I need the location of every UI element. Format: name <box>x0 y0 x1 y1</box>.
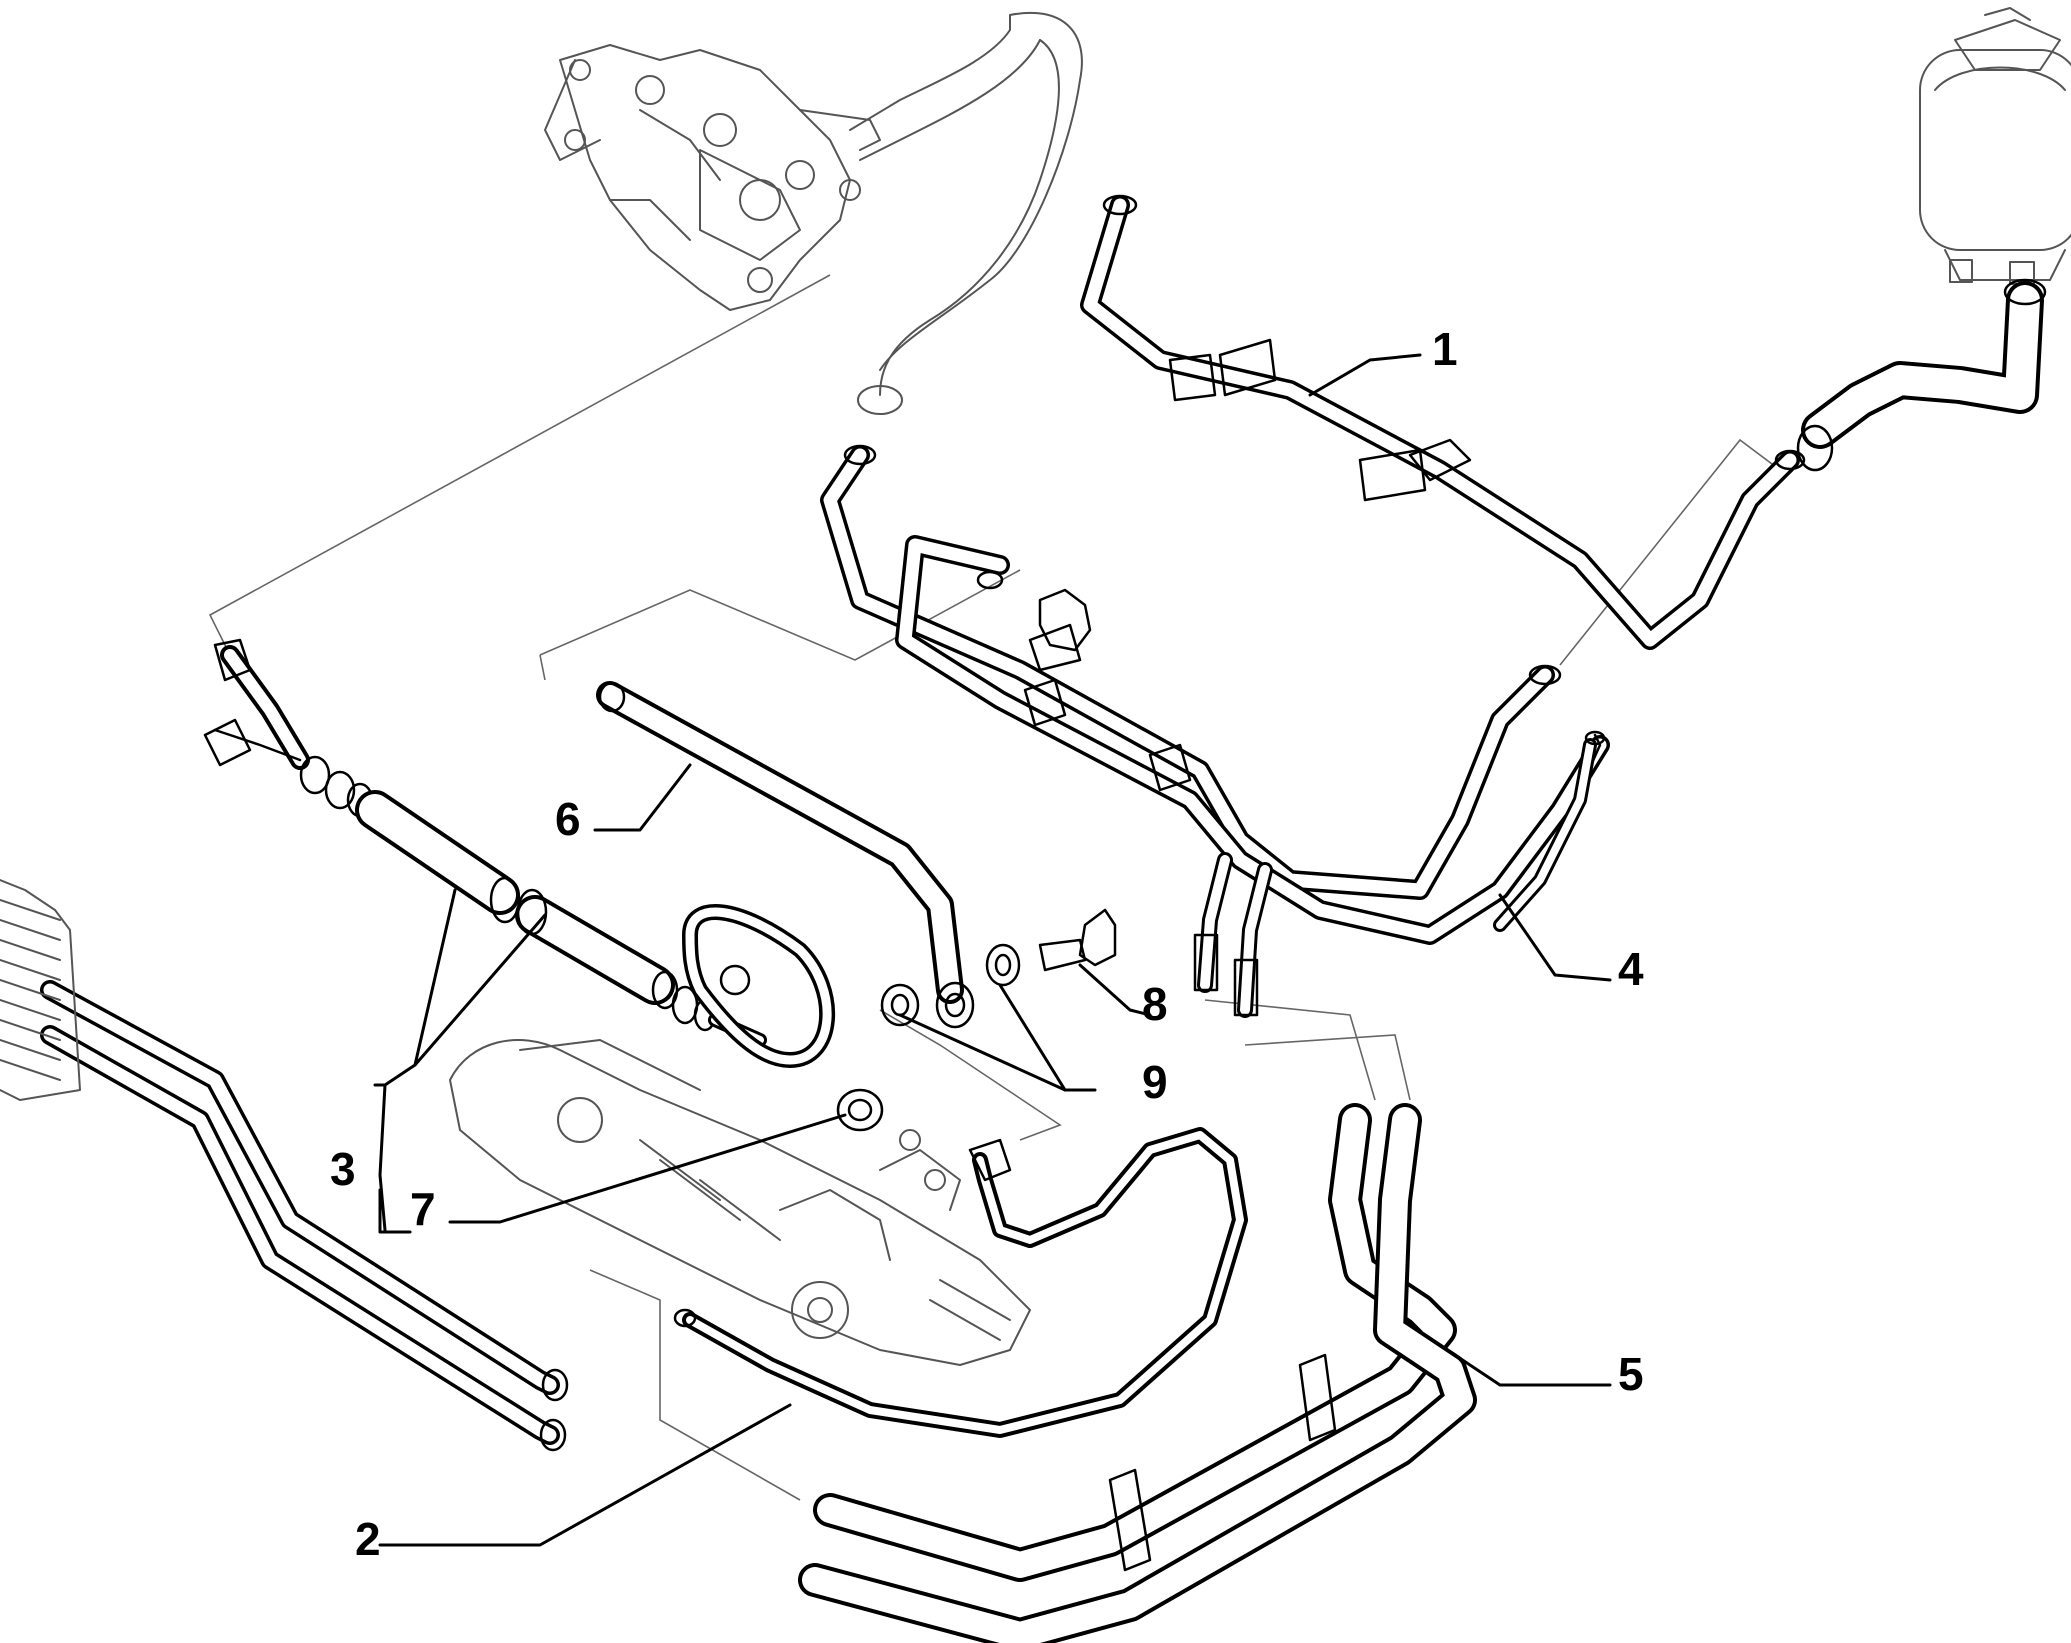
callout-7: 7 <box>410 1183 436 1235</box>
callout-9: 9 <box>1142 1056 1168 1108</box>
part-6-hose <box>596 681 975 1029</box>
callout-5: 5 <box>1618 1348 1644 1400</box>
part-3-pressure-hose <box>203 638 836 1068</box>
part-5-cooler-pipes <box>40 980 1477 1643</box>
part-1-return-pipe <box>1080 194 1806 650</box>
steering-rack-illustration <box>449 1039 1031 1366</box>
part-2-hose <box>673 1127 1248 1438</box>
leader-lines <box>373 353 1612 1547</box>
part-7-seal-ring <box>836 1088 884 1132</box>
callout-numbers: 1 2 3 4 5 6 7 8 9 <box>330 323 1644 1565</box>
part-8-banjo-bolt <box>1038 908 1117 972</box>
callout-4: 4 <box>1618 943 1644 995</box>
oil-cooler-illustration <box>0 879 81 1101</box>
fluid-reservoir-illustration <box>1919 7 2071 285</box>
callout-3: 3 <box>330 1143 356 1195</box>
pump-suction-hose <box>849 11 1083 415</box>
callout-2: 2 <box>355 1513 381 1565</box>
part-4-cooling-pipe-assembly <box>820 444 1610 1018</box>
reference-lines <box>208 274 1781 1501</box>
callout-1: 1 <box>1432 323 1458 375</box>
callout-8: 8 <box>1142 978 1168 1030</box>
callout-6: 6 <box>555 793 581 845</box>
reservoir-feed-hose <box>1796 278 2047 472</box>
power-steering-pump-illustration <box>544 44 881 311</box>
